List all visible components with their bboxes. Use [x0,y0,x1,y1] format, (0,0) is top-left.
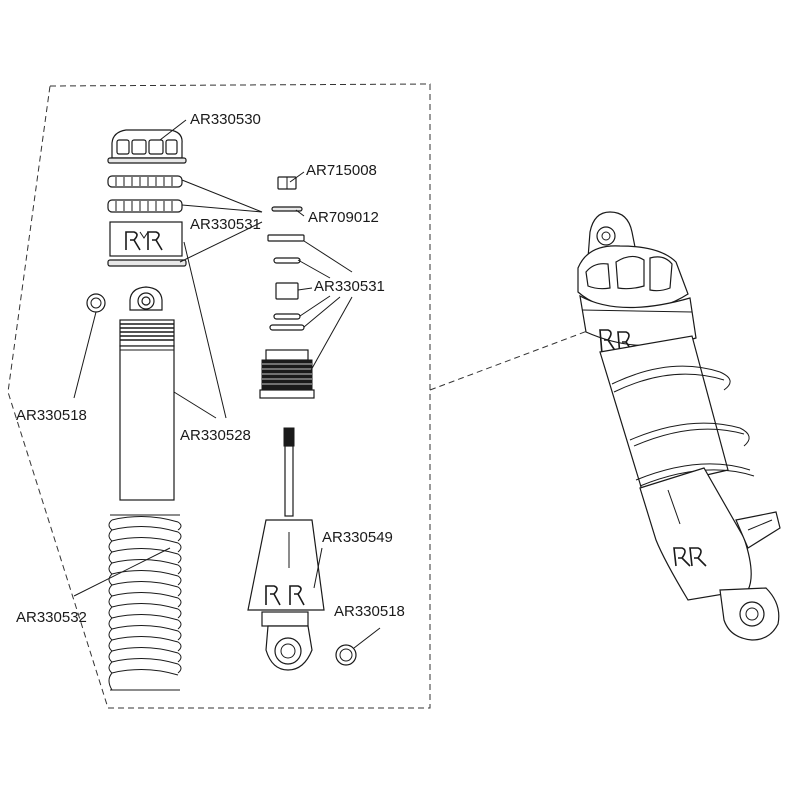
label-shock-body: AR330528 [180,427,251,444]
label-collar-set: AR330531 [190,216,261,233]
label-seal-washer: AR709012 [308,209,379,226]
label-shaft-end: AR330549 [322,529,393,546]
collar-ring-lower [107,199,183,213]
leader-lines [73,119,381,649]
assembly-link-line [429,329,591,391]
top-cap-part [107,129,187,164]
spring-part [108,514,182,691]
shim-part [267,234,305,242]
label-ball-end-left: AR330518 [16,407,87,424]
ball-end-left-part [86,293,106,313]
seal-washer-part [271,206,303,212]
nut-part [277,176,297,190]
assembled-shock-illustration [577,211,781,641]
label-seal-stack: AR330531 [314,278,385,295]
label-top-cap: AR330530 [190,111,261,128]
seal-stack-part [269,257,305,331]
collar-ring-upper [107,175,183,188]
logo-collar-part [107,221,187,267]
shaft-end-part [247,427,325,671]
label-ball-end-right: AR330518 [334,603,405,620]
ball-end-right-part [335,644,357,666]
shock-body-part [119,286,175,501]
label-spring: AR330532 [16,609,87,626]
label-nut: AR715008 [306,162,377,179]
exploded-view-frame [7,83,431,709]
threaded-cartridge-part [259,349,315,399]
